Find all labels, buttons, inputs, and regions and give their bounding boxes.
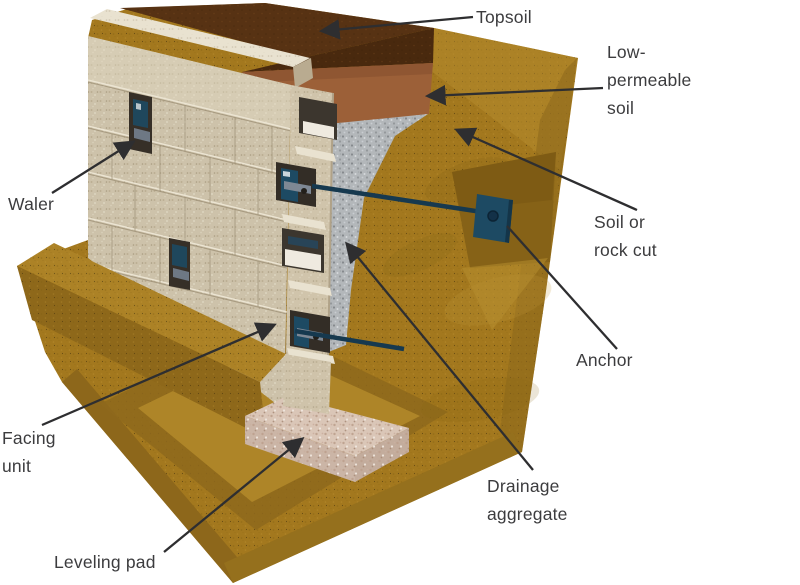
leader-lines	[41, 15, 638, 553]
label-anchor: Anchor	[576, 346, 633, 374]
label-low-permeable-line3: soil	[607, 98, 635, 118]
waler-core-upper	[276, 162, 316, 207]
label-drainage-aggregate: Drainage aggregate	[487, 472, 568, 528]
facing-wall	[87, 9, 337, 416]
anchor-rod-lower	[294, 328, 405, 352]
label-low-permeable-line2: permeable	[607, 70, 692, 90]
label-drainage-line2: aggregate	[487, 504, 568, 524]
leader-facing-unit	[41, 322, 277, 427]
anchor-plate	[473, 194, 513, 243]
label-soil-rock-line2: rock cut	[594, 240, 657, 260]
waler-slot-upper	[129, 92, 152, 154]
slab-front-left-face	[62, 369, 248, 583]
label-facing-line1: Facing	[2, 428, 56, 448]
waler-slot-lower	[169, 238, 190, 290]
slab-front-right-face	[224, 432, 522, 583]
leader-anchor	[506, 225, 618, 350]
leader-low-permeable	[424, 84, 604, 106]
label-anchor-text: Anchor	[576, 350, 633, 370]
anchor-assembly	[294, 183, 513, 352]
label-waler: Waler	[8, 190, 54, 218]
front-berm	[17, 243, 286, 438]
label-waler-text: Waler	[8, 194, 55, 214]
label-soil-or-rock-cut: Soil or rock cut	[594, 208, 657, 264]
leader-drainage	[345, 241, 534, 471]
label-drainage-line1: Drainage	[487, 476, 560, 496]
label-low-permeable-line1: Low-	[607, 42, 646, 62]
label-facing-line2: unit	[2, 456, 32, 476]
label-soil-rock-line1: Soil or	[594, 212, 646, 232]
leader-waler	[51, 140, 136, 194]
wall-base-block	[283, 348, 335, 414]
label-leveling-pad-text: Leveling pad	[54, 552, 156, 572]
label-facing-unit: Facing unit	[2, 424, 56, 480]
label-low-permeable-soil: Low- permeable soil	[607, 38, 692, 122]
leader-topsoil	[318, 15, 474, 40]
cap-block-end	[293, 58, 313, 88]
anchor-rod-upper	[311, 183, 496, 217]
label-topsoil-text: Topsoil	[476, 7, 532, 27]
leader-leveling-pad	[163, 437, 305, 553]
leader-soil-rock-cut	[454, 127, 638, 212]
label-leveling-pad: Leveling pad	[54, 548, 156, 576]
label-topsoil: Topsoil	[476, 3, 532, 31]
